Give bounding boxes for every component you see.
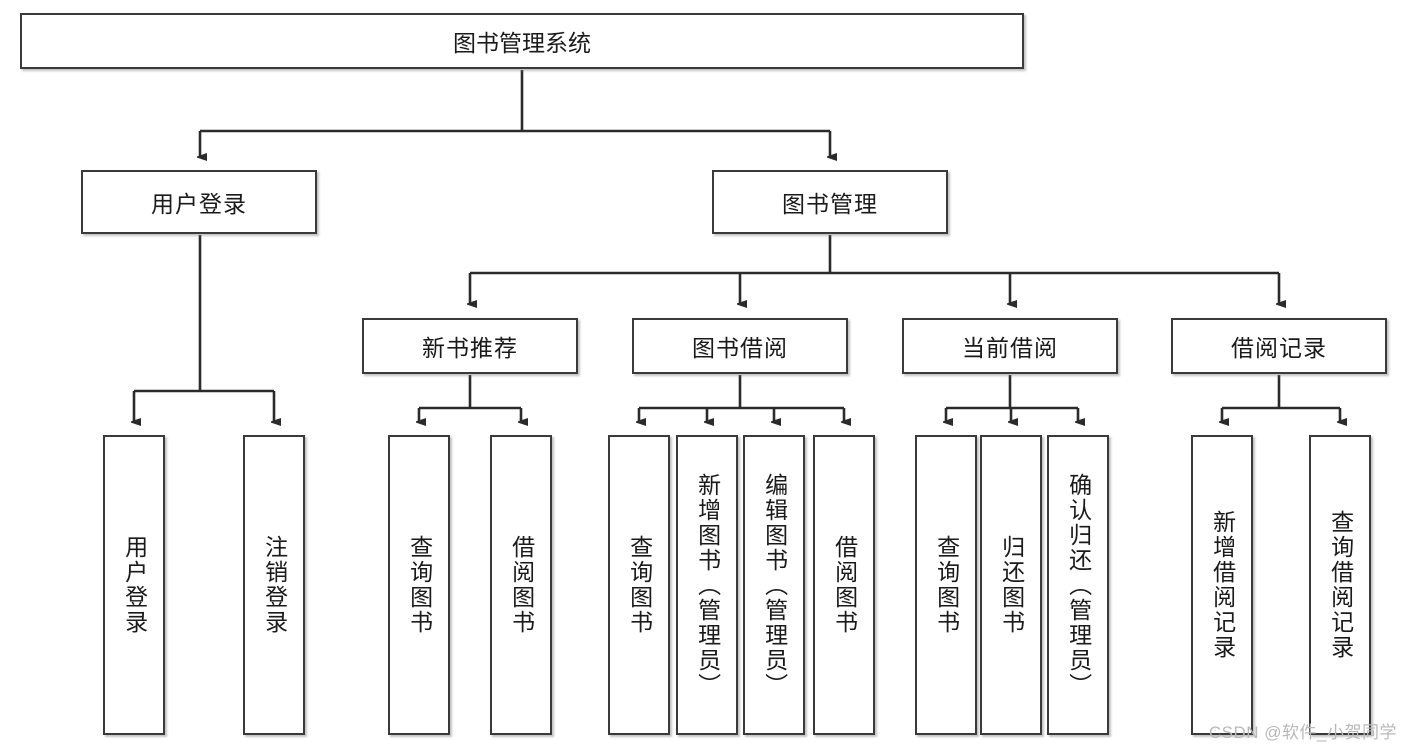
node-label: 注销登录	[261, 535, 288, 635]
node-label: 新书推荐	[422, 335, 518, 361]
node-label: 借阅图书	[508, 535, 535, 635]
node-user-login[interactable]: 用户登录	[81, 170, 317, 234]
node-label: 当前借阅	[962, 335, 1058, 361]
node-label: 新增图书（管理员）	[694, 472, 721, 698]
node-label: 用户登录	[151, 191, 247, 217]
node-label: 借阅图书	[831, 535, 858, 635]
node-borrow-record[interactable]: 借阅记录	[1171, 318, 1387, 374]
leaf-confirm-return[interactable]: 确认归还（管理员）	[1047, 435, 1109, 735]
node-label: 编辑图书（管理员）	[761, 472, 788, 698]
leaf-user-login[interactable]: 用户登录	[103, 435, 165, 735]
node-current-borrow[interactable]: 当前借阅	[902, 318, 1118, 374]
node-label: 图书管理系统	[453, 30, 591, 56]
leaf-query-book-3[interactable]: 查询图书	[915, 435, 977, 735]
leaf-query-book-2[interactable]: 查询图书	[608, 435, 670, 735]
node-book-manage[interactable]: 图书管理	[712, 170, 948, 234]
node-book-borrow[interactable]: 图书借阅	[632, 318, 848, 374]
node-label: 用户登录	[121, 535, 148, 635]
leaf-borrow-book-2[interactable]: 借阅图书	[813, 435, 875, 735]
node-label: 归还图书	[998, 535, 1025, 635]
leaf-logout[interactable]: 注销登录	[243, 435, 305, 735]
leaf-add-book[interactable]: 新增图书（管理员）	[676, 435, 738, 735]
node-label: 借阅记录	[1231, 335, 1327, 361]
node-label: 图书借阅	[692, 335, 788, 361]
watermark-text: CSDN @软件_小贺同学	[1208, 723, 1397, 742]
leaf-borrow-book-1[interactable]: 借阅图书	[490, 435, 552, 735]
node-new-book-rec[interactable]: 新书推荐	[362, 318, 578, 374]
node-root-system[interactable]: 图书管理系统	[20, 13, 1024, 69]
leaf-edit-book[interactable]: 编辑图书（管理员）	[743, 435, 805, 735]
leaf-add-record[interactable]: 新增借阅记录	[1191, 435, 1253, 735]
node-label: 查询图书	[626, 535, 653, 635]
node-label: 查询图书	[406, 535, 433, 635]
node-label: 查询借阅记录	[1327, 510, 1354, 660]
leaf-query-book-1[interactable]: 查询图书	[388, 435, 450, 735]
node-label: 新增借阅记录	[1209, 510, 1236, 660]
node-label: 确认归还（管理员）	[1065, 472, 1092, 698]
leaf-return-book[interactable]: 归还图书	[980, 435, 1042, 735]
leaf-query-record[interactable]: 查询借阅记录	[1309, 435, 1371, 735]
node-label: 查询图书	[933, 535, 960, 635]
node-label: 图书管理	[782, 191, 878, 217]
